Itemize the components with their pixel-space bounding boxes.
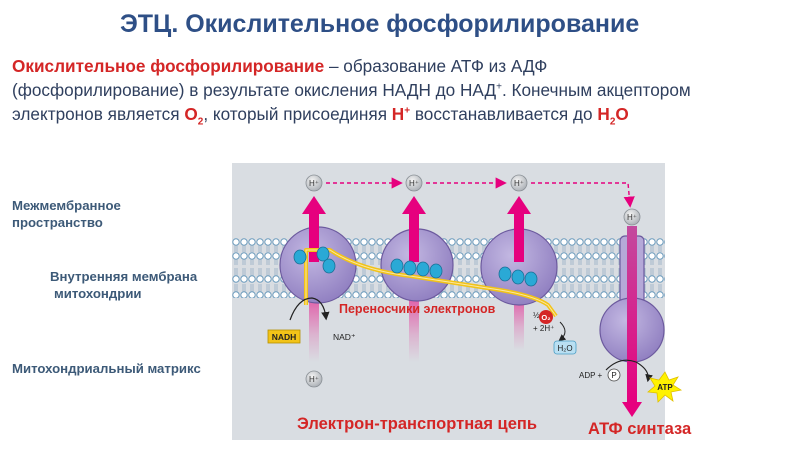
h2o-highlight: Н2О bbox=[597, 104, 629, 128]
oxygen-reduction: ½ O₂ + 2H⁺ H₂O bbox=[533, 310, 577, 355]
intro-line-2: (фосфорилирование) в результате окислени… bbox=[12, 80, 691, 100]
intro-text: Окислительное фосфорилирование – образов… bbox=[12, 54, 792, 128]
nadh-label: NADH bbox=[272, 332, 297, 342]
term-highlight: Окислительное фосфорилирование bbox=[12, 56, 325, 76]
svg-text:½: ½ bbox=[533, 311, 540, 320]
electron-carriers-label: Переносчики электронов bbox=[339, 302, 496, 316]
label-intermembrane-space: Межмембранное пространство bbox=[12, 198, 121, 230]
h-plus-bubble: H⁺ bbox=[623, 208, 641, 226]
plus-2h-label: + 2H⁺ bbox=[533, 324, 554, 333]
proton-flow-top bbox=[326, 177, 635, 208]
label-inner-membrane: Внутренняя мембрана митохондрии bbox=[50, 269, 198, 301]
intro-line-1: Окислительное фосфорилирование – образов… bbox=[12, 56, 548, 76]
h-highlight: Н+ bbox=[391, 104, 411, 124]
intro-line-3: электронов является О2, который присоеди… bbox=[12, 104, 629, 128]
label-matrix: Митохондриальный матрикс bbox=[12, 361, 201, 376]
svg-text:H⁺: H⁺ bbox=[309, 375, 319, 384]
svg-text:H⁺: H⁺ bbox=[627, 213, 637, 222]
nad-plus-label: NAD⁺ bbox=[333, 332, 355, 342]
svg-text:H⁺: H⁺ bbox=[409, 179, 419, 188]
atp-synthase bbox=[599, 226, 665, 417]
proton-pump-arrows bbox=[302, 196, 531, 262]
h-plus-bubble: H⁺ bbox=[405, 174, 423, 192]
h2o-label: H₂O bbox=[557, 344, 572, 353]
nadh-reaction: NADH NAD⁺ bbox=[267, 297, 355, 344]
atp-synthase-label: АТФ синтаза bbox=[588, 420, 692, 438]
proton-source-gradients bbox=[309, 300, 524, 362]
svg-text:H⁺: H⁺ bbox=[514, 179, 524, 188]
electron-carriers bbox=[293, 246, 538, 287]
phosphate-label: P bbox=[611, 371, 616, 380]
page-title: ЭТЦ. Окислительное фосфорилирование bbox=[120, 10, 640, 38]
h-plus-bubble: H⁺ bbox=[305, 370, 323, 388]
o2-highlight: О2 bbox=[184, 104, 204, 128]
svg-text:H⁺: H⁺ bbox=[309, 179, 319, 188]
atp-label: ATP bbox=[657, 383, 673, 392]
h-plus-bubble: H⁺ bbox=[510, 174, 528, 192]
adp-label: ADP + bbox=[579, 371, 603, 380]
h-plus-bubble: H⁺ bbox=[305, 174, 323, 192]
atp-formation: ADP + P ATP bbox=[579, 359, 683, 403]
o2-label: O₂ bbox=[541, 313, 550, 322]
etc-label: Электрон-транспортная цепь bbox=[297, 415, 537, 433]
